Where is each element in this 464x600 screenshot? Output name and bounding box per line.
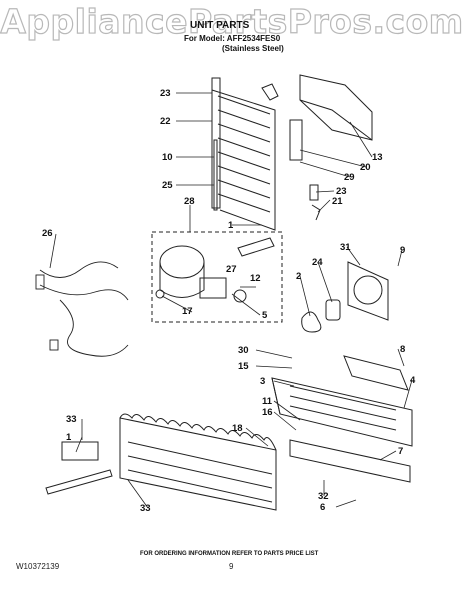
callout-label-26: 26 (42, 228, 53, 239)
callout-label-8: 8 (400, 344, 405, 355)
callout-label-11: 11 (262, 396, 273, 407)
callout-label-16: 16 (262, 407, 273, 418)
callout-label-9: 9 (400, 245, 405, 256)
callout-label-18: 18 (232, 423, 243, 434)
callout-label-7: 7 (398, 446, 403, 457)
defrost-pan-assembly (119, 413, 411, 511)
callout-label-25: 25 (162, 180, 173, 191)
callout-leaders (49, 92, 413, 509)
variant-line: (Stainless Steel) (222, 44, 284, 53)
fan-shroud-top (299, 74, 373, 141)
callout-label-24: 24 (312, 257, 323, 268)
page-number: 9 (229, 562, 234, 571)
callout-label-21: 21 (332, 196, 343, 207)
callout-label-33: 33 (66, 414, 77, 425)
ordering-info-note: FOR ORDERING INFORMATION REFER TO PARTS … (140, 551, 319, 557)
callout-label-28: 28 (184, 196, 195, 207)
callout-label-30: 30 (238, 345, 249, 356)
callout-label-33: 33 (140, 503, 151, 514)
condenser-fan-group (301, 261, 389, 333)
diagram-title: UNIT PARTS (190, 20, 250, 31)
callout-label-17: 17 (182, 306, 193, 317)
callout-label-1: 1 (228, 220, 234, 231)
condenser-assembly (211, 77, 303, 231)
callout-label-31: 31 (340, 242, 351, 253)
callout-label-12: 12 (250, 273, 261, 284)
wiring-harness (35, 261, 129, 357)
callout-label-2: 2 (296, 271, 301, 282)
callout-label-27: 27 (226, 264, 237, 275)
callout-label-15: 15 (238, 361, 249, 372)
callout-label-29: 29 (344, 172, 355, 183)
compressor-group (151, 231, 283, 323)
callout-label-23: 23 (160, 88, 171, 99)
callout-label-4: 4 (410, 375, 416, 386)
callout-label-5: 5 (262, 310, 268, 321)
watermark-logo: AppliancePartsPros.com (0, 1, 464, 41)
callout-label-22: 22 (160, 116, 171, 127)
callout-label-3: 3 (260, 376, 265, 387)
callout-label-13: 13 (372, 152, 383, 163)
drier-and-tube (213, 139, 321, 221)
callout-label-20: 20 (360, 162, 371, 173)
callout-label-32: 32 (318, 491, 329, 502)
callout-label-10: 10 (162, 152, 173, 163)
heater-assembly (45, 441, 113, 495)
callout-label-1: 1 (66, 432, 72, 443)
model-line: For Model: AFF2534FES0 (184, 34, 281, 43)
callout-label-6: 6 (320, 502, 325, 513)
callout-label-23: 23 (336, 186, 347, 197)
machine-base-pan (271, 355, 413, 447)
document-number: W10372139 (16, 562, 60, 571)
